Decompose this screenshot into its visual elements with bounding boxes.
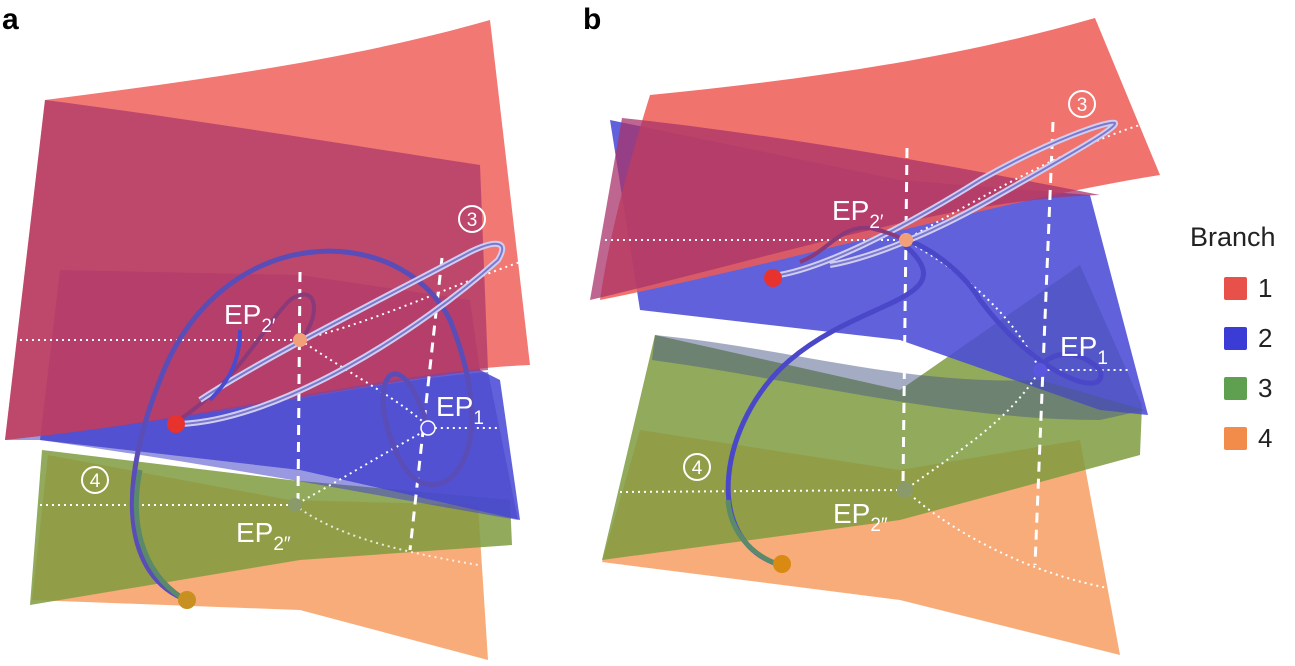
legend-item-2: 2: [1190, 313, 1295, 363]
legend-swatch-4: [1224, 426, 1247, 450]
legend-swatch-1: [1224, 276, 1247, 300]
panel-b-loop-3-marker: 3: [1068, 90, 1096, 118]
panel-b-dotted-line-upper: [605, 124, 1141, 241]
panel-a-start-segment: [208, 329, 242, 402]
panel-b-ep1-point: [1033, 363, 1047, 377]
panel-b-end-sphere: [773, 555, 791, 573]
panel-b-ep2pp-label: EP2″: [833, 498, 888, 536]
panel-b-dotted-line-lower: [619, 369, 1041, 493]
legend-label-4: 4: [1258, 422, 1273, 453]
panel-b-dotted-line-tail: [904, 489, 1109, 589]
panel-b-dotted-line-mid: [904, 239, 1130, 371]
svg-text:4: 4: [90, 471, 101, 492]
panel-a-ep1-point: [420, 420, 436, 436]
panel-b-ep2p-label: EP2′: [832, 195, 884, 233]
panel-a-vertical-dash-ep1: [408, 257, 444, 551]
panel-a-vertical-dash-ep2p: [296, 271, 302, 501]
legend-item-1: 1: [1190, 263, 1295, 313]
panel-a-diagram: EP2′ EP1 EP2″ 3 4: [5, 20, 530, 660]
panel-b-letter: b: [583, 3, 602, 36]
legend-label-3: 3: [1258, 372, 1273, 403]
panel-a-loop-3-marker: 3: [458, 205, 486, 233]
panel-b-ep2p-point: [899, 233, 913, 247]
panel-a-letter: a: [2, 3, 19, 36]
panel-b-overlap-lower: [652, 335, 1145, 420]
panel-a-dotted-line-upper: [14, 261, 521, 341]
svg-text:3: 3: [467, 210, 478, 231]
panel-a-ep2p-label: EP2′: [224, 299, 276, 337]
panel-a-ep2p-point: [293, 333, 307, 347]
legend-swatch-2: [1224, 326, 1247, 350]
panel-b-ep2pp-point: [897, 482, 913, 498]
legend-label-1: 1: [1258, 272, 1273, 303]
panel-b-start-sphere: [764, 269, 782, 287]
panel-b-diagram: EP2′ EP1 EP2″ 3 4: [590, 18, 1160, 655]
legend-swatch-3: [1224, 376, 1247, 400]
panel-b-end-segment: [725, 499, 781, 568]
panel-a-loop-4-marker: 4: [81, 466, 109, 494]
legend-item-4: 4: [1190, 413, 1295, 463]
legend-item-3: 3: [1190, 363, 1295, 413]
legend-label-2: 2: [1258, 322, 1273, 353]
panel-a-start-sphere: [167, 415, 185, 433]
panel-b-overlap-region: [590, 118, 1100, 300]
panel-b-vertical-dash-ep1: [1033, 121, 1055, 566]
panel-a-branch-2-lower: [5, 372, 518, 520]
panel-a-end-sphere: [178, 591, 196, 609]
svg-text:4: 4: [692, 458, 703, 479]
panel-a-loop-path-outer: [129, 248, 475, 601]
panel-a-ep2pp-point: [288, 498, 302, 512]
panel-b-start-segment: [799, 225, 906, 264]
panel-a-ep2pp-label: EP2″: [236, 517, 291, 555]
panel-a-end-segment: [133, 469, 184, 601]
panel-b-loop-4-marker: 4: [683, 453, 711, 481]
panel-b-ep1-label: EP1: [1060, 331, 1108, 369]
panel-a-ep1-label: EP1: [436, 391, 484, 429]
panel-b-vertical-dash-ep2p: [901, 147, 909, 486]
svg-text:3: 3: [1077, 95, 1088, 116]
branch-legend: Branch 1 2 3 4: [1190, 222, 1295, 463]
legend-title: Branch: [1190, 222, 1276, 252]
